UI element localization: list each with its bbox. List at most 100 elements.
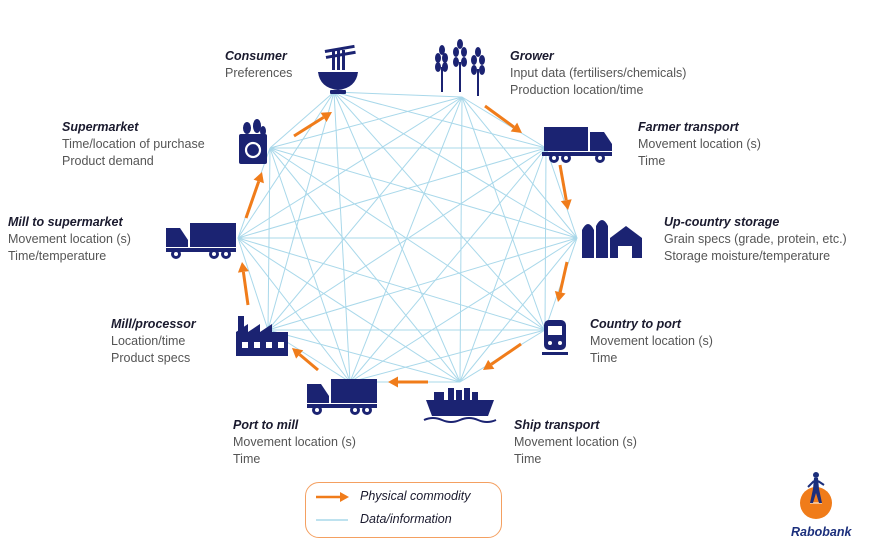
brand-name: Rabobank: [791, 525, 852, 539]
data-link-line: [545, 147, 578, 239]
legend-item-data: Data/information: [316, 512, 452, 526]
ship-icon: [423, 388, 497, 423]
node-detail: Product specs: [111, 351, 191, 365]
node-label-upcountry-storage: Up-country storage Grain specs (grade, p…: [664, 214, 847, 265]
rabobank-logo: [800, 472, 832, 519]
data-link-line: [237, 147, 547, 239]
wheat-icon: [435, 39, 485, 96]
data-link-line: [269, 147, 351, 383]
node-detail: Time: [638, 154, 666, 168]
data-link-line: [461, 96, 547, 149]
commodity-flow-arrow: [293, 112, 332, 138]
train-icon: [542, 320, 568, 355]
node-label-mill-processor: Mill/processor Location/time Product spe…: [111, 316, 196, 367]
commodity-flow-arrow: [484, 104, 522, 133]
node-label-country-to-port: Country to port Movement location (s) Ti…: [590, 316, 713, 367]
data-link-line: [269, 96, 463, 149]
node-title: Country to port: [590, 317, 681, 331]
node-title: Consumer: [225, 49, 287, 63]
legend-label: Physical commodity: [360, 489, 471, 503]
factory-icon: [236, 316, 288, 356]
node-detail: Time/location of purchase: [62, 137, 205, 151]
orange-arrow-icon: [316, 491, 349, 502]
data-link-line: [544, 147, 547, 331]
data-link-line: [349, 237, 578, 383]
data-link-line: [267, 329, 461, 383]
grocery-bag-icon: [239, 119, 267, 164]
node-detail: Grain specs (grade, protein, etc.): [664, 232, 847, 246]
node-title: Grower: [510, 49, 554, 63]
node-detail: Time: [233, 452, 261, 466]
data-link-line: [237, 237, 461, 383]
commodity-flow-arrow: [554, 261, 569, 302]
node-detail: Production location/time: [510, 83, 644, 97]
truck-icon: [307, 379, 377, 415]
data-link-line: [267, 147, 271, 331]
commodity-flow-arrow: [388, 376, 428, 388]
node-title: Port to mill: [233, 418, 299, 432]
commodity-flow-arrow: [483, 342, 522, 370]
data-link-line: [333, 91, 461, 383]
commodity-flow-arrow: [237, 262, 250, 306]
data-link-line: [237, 91, 335, 239]
node-label-supermarket: Supermarket Time/location of purchase Pr…: [62, 119, 205, 170]
node-label-mill-to-supermarket: Mill to supermarket Movement location (s…: [8, 214, 131, 265]
data-link-line: [333, 91, 578, 239]
noodle-bowl-icon: [318, 44, 358, 94]
data-link-line: [333, 91, 547, 149]
data-link-line: [461, 96, 546, 331]
data-link-line: [459, 96, 463, 383]
legend: Physical commodity Data/information: [305, 482, 502, 538]
data-link-line: [237, 96, 463, 239]
data-link-line: [333, 91, 463, 98]
node-detail: Movement location (s): [590, 334, 713, 348]
data-link-line: [237, 237, 546, 331]
truck-icon: [166, 223, 236, 259]
link-line-icon: [316, 518, 348, 521]
data-link-line: [459, 237, 578, 383]
data-information-mesh: [237, 91, 578, 383]
node-detail: Storage moisture/temperature: [664, 249, 831, 263]
physical-commodity-arrows: [237, 104, 572, 388]
data-link-line: [237, 237, 269, 331]
data-link-line: [461, 96, 578, 239]
node-detail: Movement location (s): [8, 232, 131, 246]
data-link-line: [349, 329, 546, 383]
node-title: Mill/processor: [111, 317, 196, 331]
commodity-flow-arrow: [558, 164, 572, 210]
data-link-line: [349, 147, 547, 383]
node-title: Supermarket: [62, 120, 139, 134]
node-detail: Input data (fertilisers/chemicals): [510, 66, 687, 80]
data-link-line: [267, 96, 463, 331]
node-title: Ship transport: [514, 418, 600, 432]
data-link-line: [269, 147, 546, 331]
legend-item-physical: Physical commodity: [316, 489, 470, 503]
node-detail: Location/time: [111, 334, 186, 348]
data-link-line: [269, 91, 335, 149]
node-label-port-to-mill: Port to mill Movement location (s) Time: [233, 417, 356, 468]
data-link-line: [333, 91, 546, 331]
node-label-ship-transport: Ship transport Movement location (s) Tim…: [514, 417, 637, 468]
commodity-flow-arrow: [244, 172, 264, 219]
commodity-flow-arrow: [292, 348, 319, 372]
data-link-line: [267, 237, 578, 331]
node-detail: Time: [514, 452, 542, 466]
node-detail: Time: [590, 351, 618, 365]
node-detail: Movement location (s): [514, 435, 637, 449]
node-detail: Time/temperature: [8, 249, 107, 263]
data-link-line: [269, 147, 461, 383]
node-detail: Preferences: [225, 66, 293, 80]
legend-label: Data/information: [360, 512, 452, 526]
node-label-farmer-transport: Farmer transport Movement location (s) T…: [638, 119, 761, 170]
node-label-consumer: Consumer Preferences: [225, 48, 292, 82]
node-detail: Movement location (s): [638, 137, 761, 151]
node-title: Mill to supermarket: [8, 215, 123, 229]
data-link-line: [459, 147, 547, 383]
node-detail: Product demand: [62, 154, 154, 168]
data-link-line: [269, 147, 578, 239]
truck-icon: [542, 127, 612, 163]
node-title: Up-country storage: [664, 215, 780, 229]
node-detail: Movement location (s): [233, 435, 356, 449]
data-link-line: [237, 237, 351, 383]
